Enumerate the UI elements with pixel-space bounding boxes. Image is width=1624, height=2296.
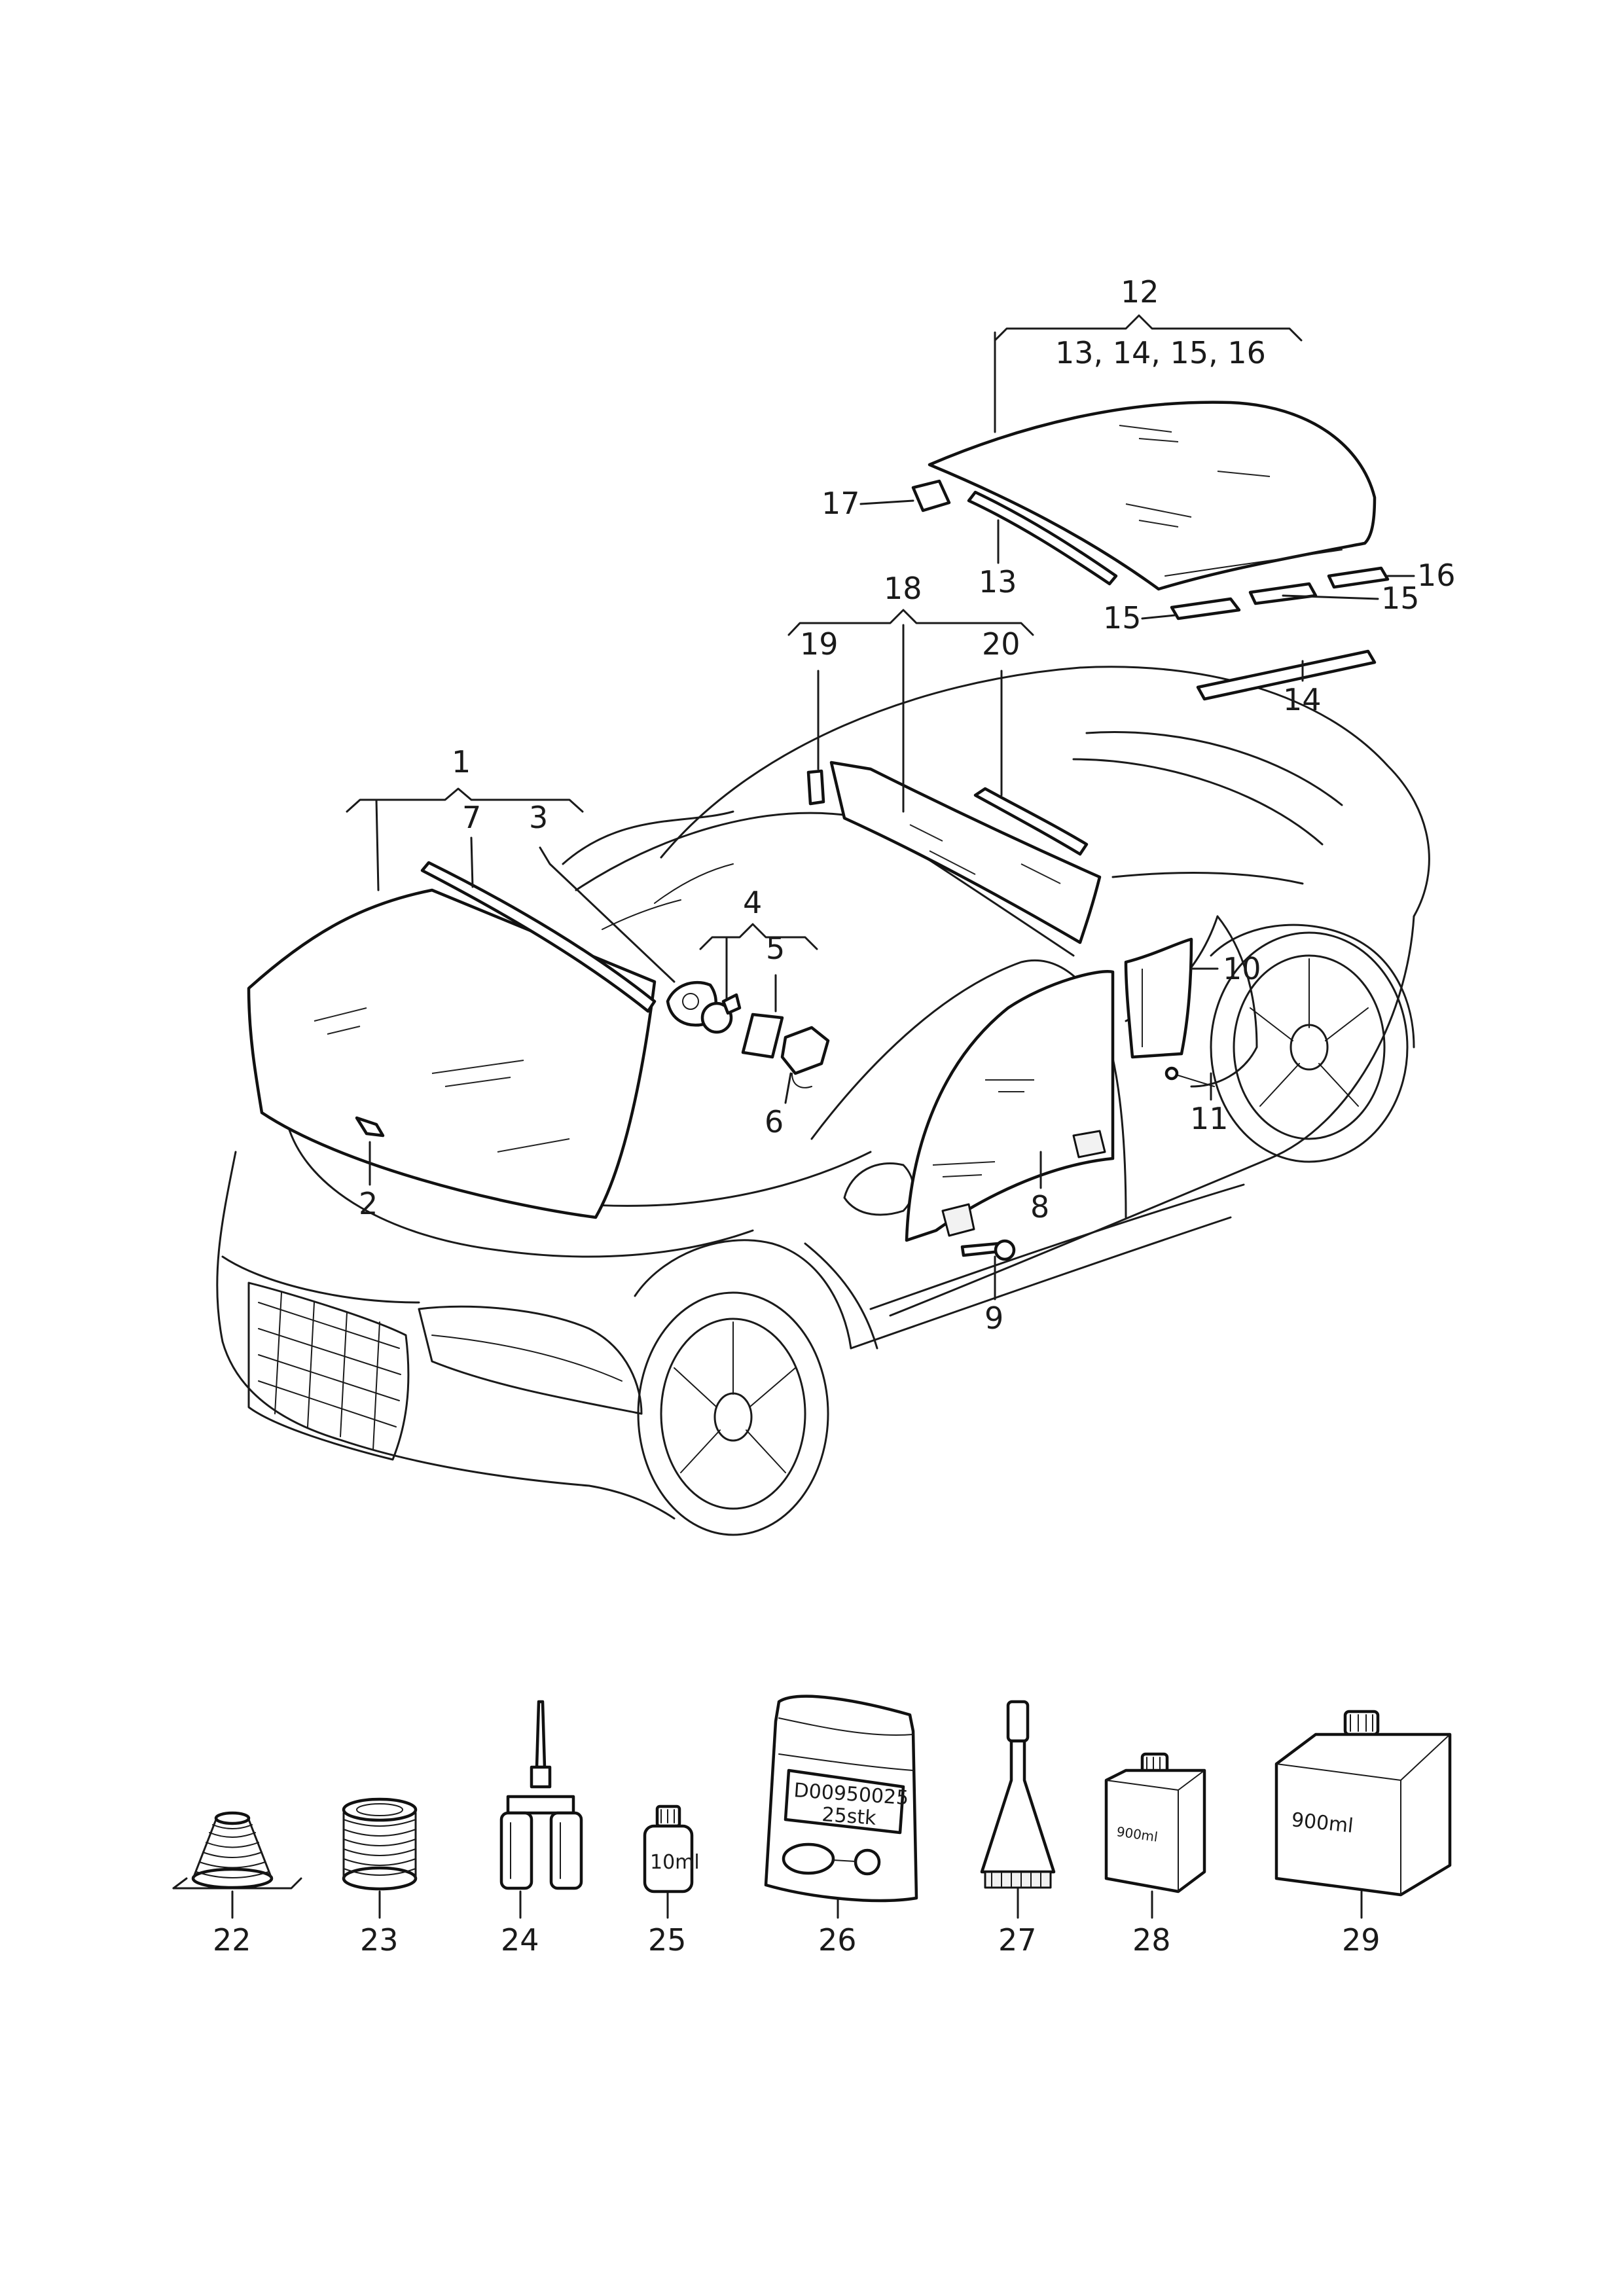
adhesive-pad-part	[741, 1013, 784, 1059]
small-bottle-25: 10ml	[643, 1804, 700, 1893]
roof-pad-15b	[1248, 582, 1318, 605]
rear-seal-strip	[973, 787, 1089, 856]
callout-17: 17	[821, 486, 860, 521]
roof-bar-14	[1196, 649, 1377, 701]
callout-7: 7	[462, 800, 481, 835]
washer-clip-part	[355, 1116, 385, 1138]
roof-block-part	[911, 479, 951, 512]
callout-26: 26	[818, 1922, 857, 1958]
callout-11: 11	[1190, 1101, 1229, 1136]
rear-window-part	[829, 761, 1102, 944]
callout-3: 3	[529, 800, 548, 835]
callout-labels: 1 2 3 4 5 6 7 8 9 10 11 12 13, 14, 15, 1…	[213, 274, 1456, 1958]
medium-bottle-28: 900ml	[1104, 1752, 1206, 1893]
small-bottle-label: 10ml	[650, 1851, 700, 1874]
dual-cartridge-24	[499, 1700, 583, 1890]
callout-29: 29	[1342, 1922, 1380, 1958]
callout-1: 1	[452, 744, 471, 780]
callout-28: 28	[1132, 1922, 1171, 1958]
mount-ring-part	[700, 993, 742, 1034]
callout-16: 16	[1417, 558, 1456, 593]
bag-qty-label: 25stk	[821, 1803, 877, 1830]
callout-23: 23	[360, 1922, 399, 1958]
bracket-part	[780, 1026, 830, 1088]
callout-8: 8	[1030, 1189, 1049, 1225]
callout-14: 14	[1283, 682, 1322, 717]
windshield-seal-strip	[420, 861, 657, 1013]
callout-6: 6	[765, 1104, 784, 1139]
callout-12: 12	[1121, 274, 1159, 310]
bolt-part	[960, 1239, 1016, 1261]
callout-19: 19	[800, 626, 839, 662]
leader-lines	[231, 314, 1415, 1919]
large-bottle-29: 900ml	[1274, 1710, 1452, 1897]
quarter-glass-part	[1124, 937, 1193, 1059]
callout-5: 5	[766, 931, 785, 966]
cord-roll-22	[172, 1811, 302, 1890]
callout-25: 25	[648, 1922, 687, 1958]
callout-15-left: 15	[1103, 600, 1142, 636]
callout-9: 9	[984, 1300, 1003, 1336]
applicator-27	[980, 1700, 1056, 1889]
rear-clip-part	[806, 769, 825, 806]
callout-27: 27	[998, 1922, 1037, 1958]
primer-bag-26: D00950025 25stk	[764, 1695, 918, 1903]
roof-pad-16	[1327, 566, 1390, 589]
grille-pattern	[258, 1292, 401, 1450]
callout-24: 24	[501, 1922, 539, 1958]
callout-13: 13	[979, 564, 1017, 600]
roof-panel-part	[928, 401, 1377, 591]
callout-10: 10	[1223, 951, 1261, 986]
callout-22: 22	[213, 1922, 251, 1958]
windshield-part	[247, 888, 657, 1219]
roof-pad-15a	[1170, 597, 1241, 620]
callout-4: 4	[743, 885, 762, 920]
coil-23	[342, 1797, 418, 1891]
roof-seal-strip	[967, 490, 1118, 586]
callout-20: 20	[982, 626, 1020, 662]
callout-18: 18	[884, 571, 922, 606]
callout-2: 2	[359, 1186, 378, 1221]
callout-12-sub: 13, 14, 15, 16	[1055, 335, 1266, 370]
door-window-part	[905, 970, 1115, 1242]
callout-15-right: 15	[1381, 581, 1420, 616]
guide-pin-part	[1164, 1066, 1215, 1087]
